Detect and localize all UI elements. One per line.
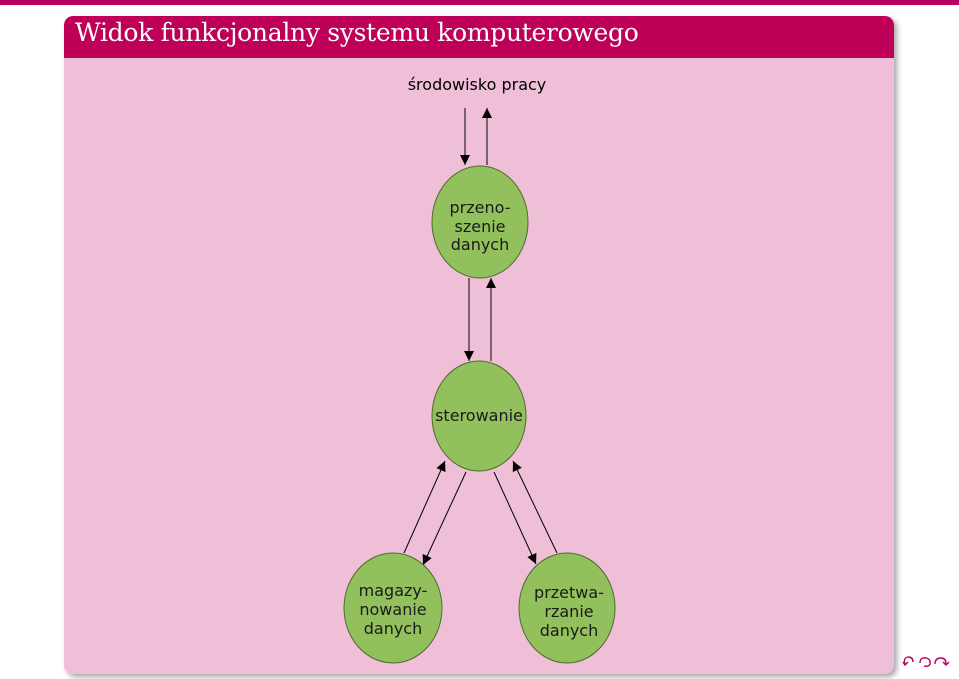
beamer-navigation-icon[interactable] <box>902 654 956 672</box>
arrow-processing-to-control <box>512 460 558 554</box>
node-data-storage-line-2: nowanie <box>359 600 426 619</box>
navigation-arrows-icon[interactable] <box>902 654 956 668</box>
node-control: sterowanie <box>431 360 527 472</box>
arrow-control-to-storage <box>422 471 467 566</box>
node-data-storage-line-3: danych <box>364 619 423 638</box>
node-data-transfer-line-3: danych <box>451 235 510 254</box>
arrow-control-to-processing <box>493 471 537 565</box>
node-data-transfer: przeno- szenie danych <box>431 165 529 279</box>
title-bar: Widok funkcjonalny systemu komputerowego <box>64 16 894 58</box>
node-data-storage-line-1: magazy- <box>359 581 428 600</box>
node-data-transfer-line-1: przeno- <box>450 198 511 217</box>
node-control-label: sterowanie <box>435 406 523 425</box>
slide-block: Widok funkcjonalny systemu komputerowego <box>64 16 894 674</box>
node-data-processing-line-3: danych <box>540 621 599 640</box>
node-data-processing-line-1: przetwa- <box>534 583 604 602</box>
environment-label: środowisko pracy <box>408 75 547 94</box>
arrow-storage-to-control <box>403 460 446 554</box>
node-data-processing: przetwa- rzanie danych <box>518 552 616 664</box>
node-data-transfer-line-2: szenie <box>454 217 505 236</box>
node-data-storage: magazy- nowanie danych <box>343 552 443 664</box>
top-rule <box>0 0 959 5</box>
node-data-processing-line-2: rzanie <box>544 602 593 621</box>
slide-title: Widok funkcjonalny systemu komputerowego <box>75 18 639 47</box>
